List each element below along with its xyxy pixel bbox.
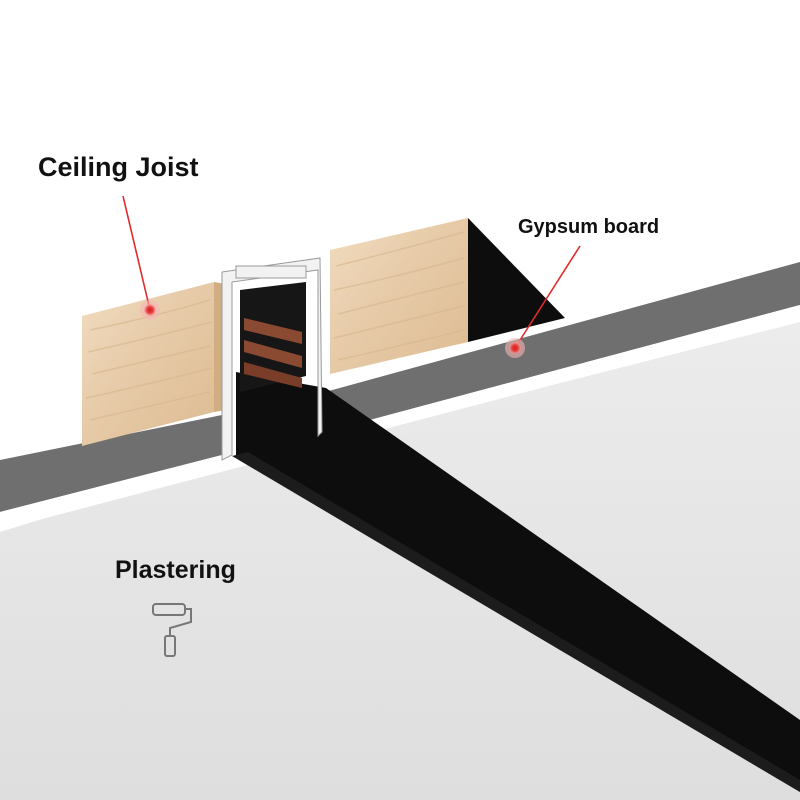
gypsum-pointer-line — [514, 245, 581, 349]
magnetic-track-profile — [221, 257, 800, 792]
gypsum-marker-icon — [505, 338, 525, 358]
plaster-edge-right — [325, 305, 800, 442]
paint-roller-icon — [152, 603, 192, 657]
gypsum-board-right — [325, 262, 800, 432]
gypsum-board-left — [0, 415, 222, 512]
plastering-label: Plastering — [115, 556, 236, 584]
ceiling-surface — [0, 320, 800, 800]
ceiling-joist-label: Ceiling Joist — [38, 152, 199, 182]
ceiling-joist-right — [330, 218, 565, 374]
joist-marker-icon — [140, 300, 160, 320]
joist-pointer-line — [122, 195, 151, 311]
gypsum-board-label: Gypsum board — [518, 216, 660, 238]
plaster-edge-left — [0, 455, 232, 532]
